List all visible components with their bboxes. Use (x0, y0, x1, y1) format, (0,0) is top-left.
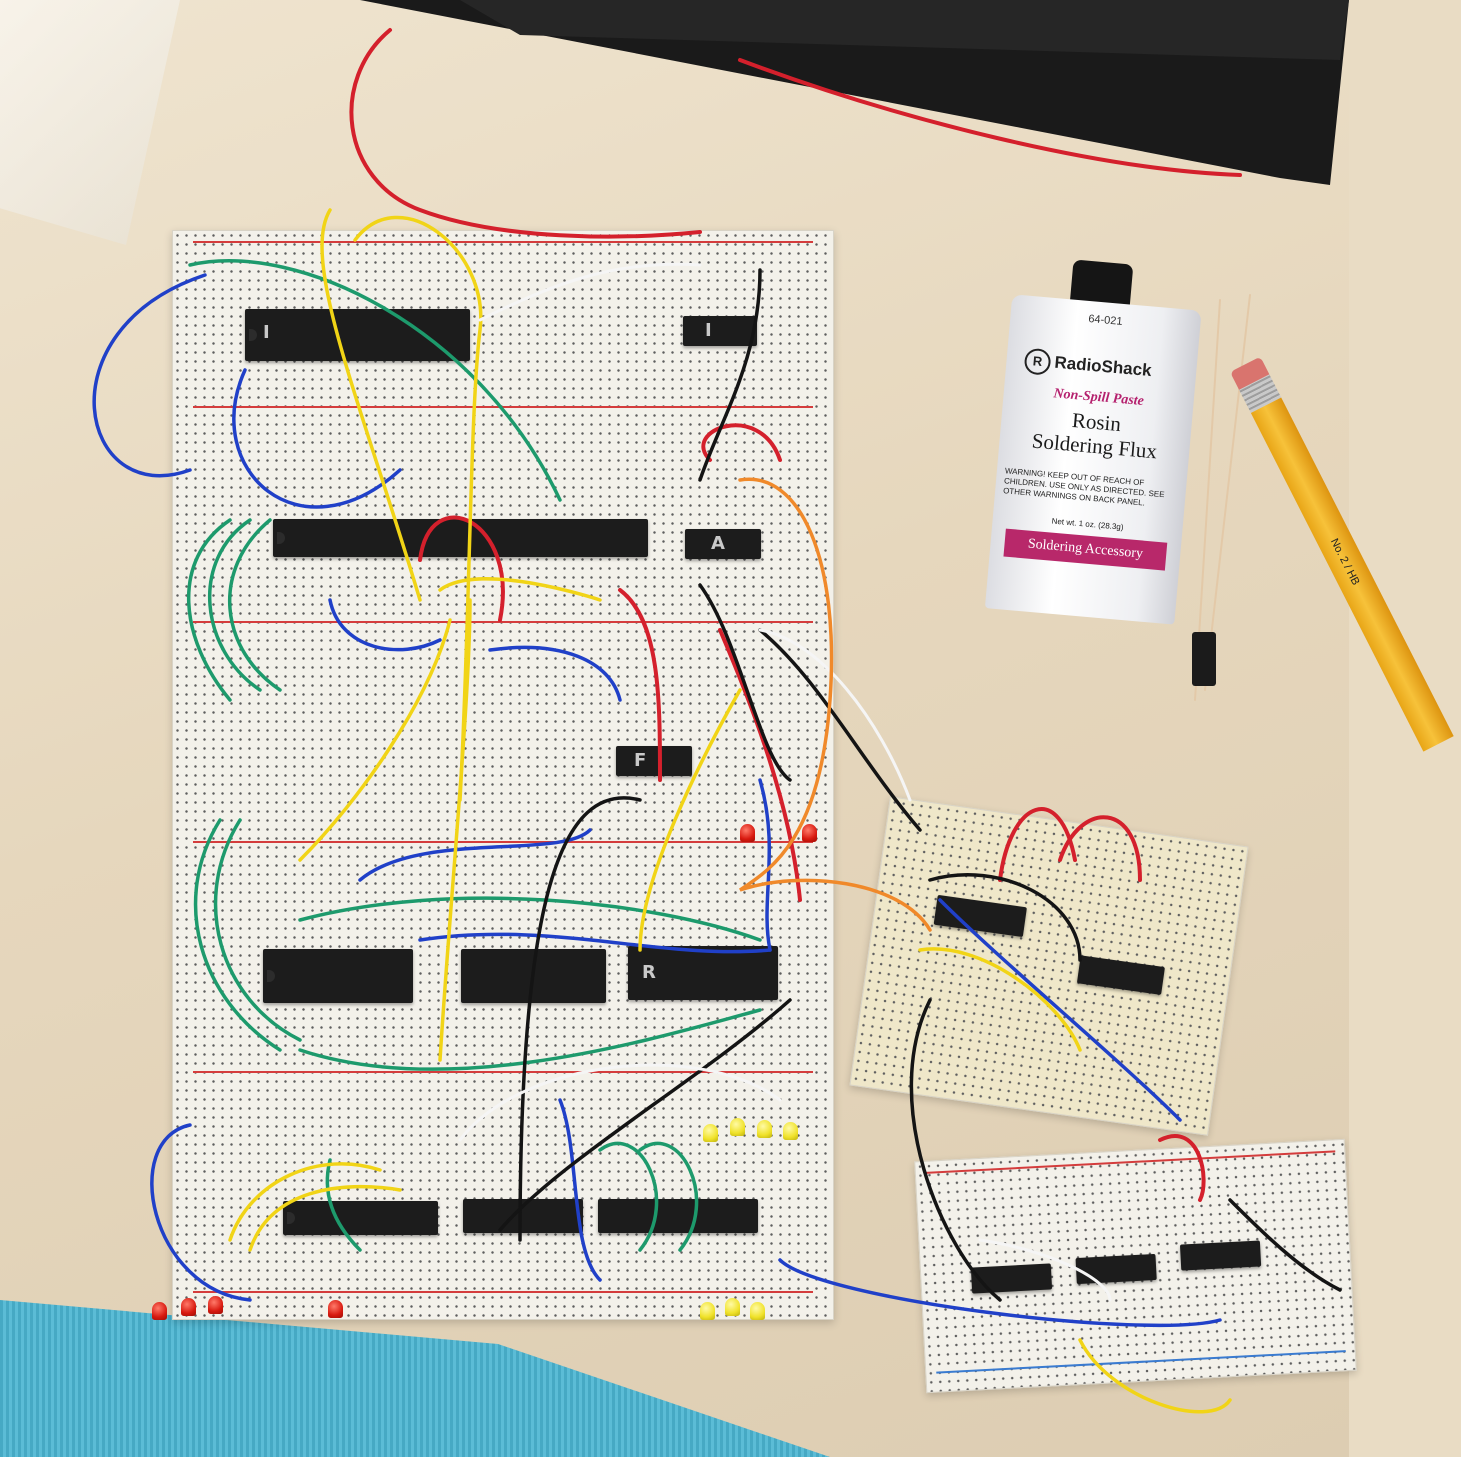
yellow-led (700, 1302, 715, 1320)
power-rail (193, 1071, 813, 1073)
chip-label: F (634, 750, 647, 771)
ic-chip (598, 1199, 758, 1233)
power-rail (193, 406, 813, 408)
brand-text: RadioShack (1053, 352, 1153, 381)
slide-switch (1192, 632, 1216, 686)
yellow-led (750, 1302, 765, 1320)
ic-chip (263, 949, 413, 1003)
power-rail (193, 1291, 813, 1293)
red-led (802, 824, 817, 842)
jumper-wires (92, 28, 1342, 1414)
chip-label: A (711, 533, 725, 554)
ic-chip: R (628, 946, 778, 1000)
red-led (208, 1296, 223, 1314)
red-led (328, 1300, 343, 1318)
power-rail (193, 841, 813, 843)
yellow-led (730, 1118, 745, 1136)
red-led (152, 1302, 167, 1320)
ic-chip: I (245, 309, 470, 361)
ic-chip (283, 1201, 438, 1235)
power-rail (193, 621, 813, 623)
yellow-led (757, 1120, 772, 1138)
yellow-led (725, 1298, 740, 1316)
chip-label: I (263, 322, 270, 343)
laptop (360, 0, 1349, 185)
ic-chip: F (616, 746, 692, 776)
brand-logo-icon: R (1023, 347, 1052, 376)
red-led (181, 1298, 196, 1316)
ic-chip: A (685, 529, 761, 559)
ic-chip: I (683, 316, 757, 346)
yellow-led (783, 1122, 798, 1140)
red-led (740, 824, 755, 842)
yellow-led (703, 1124, 718, 1142)
chip-label: I (705, 320, 712, 341)
ic-chip (273, 519, 648, 557)
chip-label: R (642, 962, 656, 983)
power-rail (193, 241, 813, 243)
